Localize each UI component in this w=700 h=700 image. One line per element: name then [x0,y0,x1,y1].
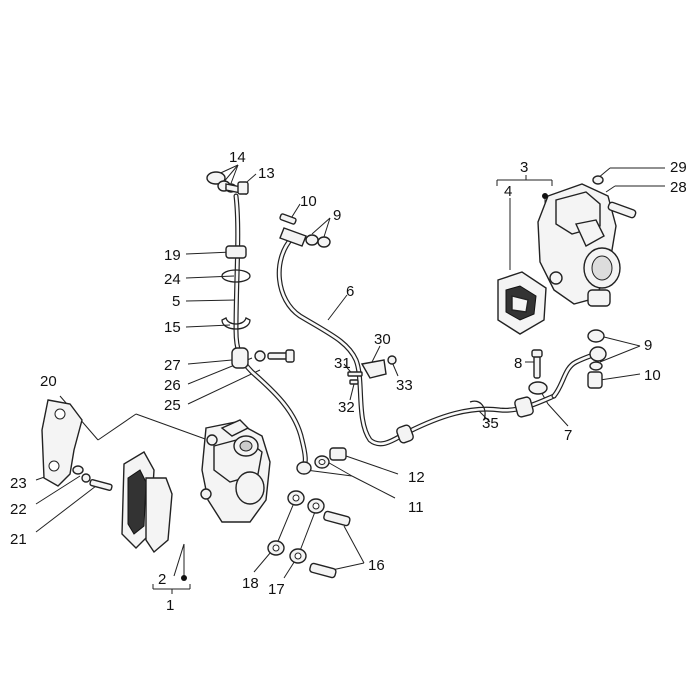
callout-21: 21 [10,531,27,548]
callout-16: 16 [368,557,385,574]
callout-17: 17 [268,581,285,598]
callout-5: 5 [172,293,180,310]
callout-9-right: 9 [644,337,652,354]
callout-11: 11 [408,499,424,516]
callout-labels: 1 2 3 4 5 6 7 8 9 9 10 10 11 12 13 14 15… [10,149,687,614]
callout-28: 28 [670,179,687,196]
callout-10-right: 10 [644,367,661,384]
master-cylinder-pad [497,271,547,335]
master-cylinder [537,175,637,307]
callout-33: 33 [396,377,413,394]
callout-35: 35 [482,415,499,432]
callout-2: 2 [158,571,166,588]
callout-10-top: 10 [300,193,317,210]
callout-32: 32 [338,399,355,416]
callout-20: 20 [40,373,57,390]
callout-8: 8 [514,355,522,372]
callout-24: 24 [164,271,181,288]
callout-4: 4 [504,183,512,200]
callout-22: 22 [10,501,27,518]
assembly-marker-dot [181,575,187,581]
hose-fittings [206,171,607,475]
callout-18: 18 [242,575,259,592]
callout-19: 19 [164,247,181,264]
callout-15: 15 [164,319,181,336]
brake-hoses [233,193,599,469]
callout-29: 29 [670,159,687,176]
callout-12: 12 [408,469,425,486]
brake-caliper [200,419,271,523]
callout-30: 30 [374,331,391,348]
assembly-marker-dot [542,193,548,199]
callout-7: 7 [564,427,572,444]
caliper-bracket [41,399,113,491]
callout-26: 26 [164,377,181,394]
caliper-pads [121,451,173,554]
callout-6: 6 [346,283,354,300]
callout-27: 27 [164,357,181,374]
callout-31: 31 [334,355,351,372]
callout-1: 1 [166,597,174,614]
callout-13: 13 [258,165,275,182]
caliper-bolts [267,490,351,579]
callout-23: 23 [10,475,27,492]
callout-25: 25 [164,397,181,414]
callout-14: 14 [229,149,246,166]
callout-3: 3 [520,159,528,176]
callout-9-top: 9 [333,207,341,224]
